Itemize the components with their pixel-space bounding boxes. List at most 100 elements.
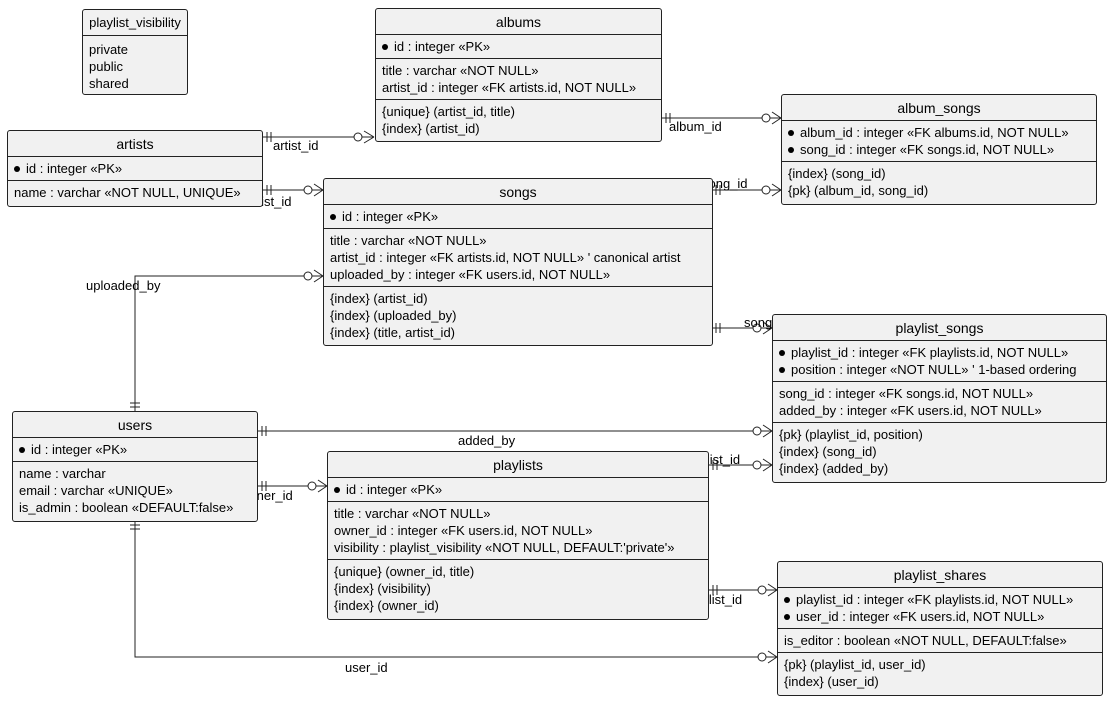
field-row: title : varchar «NOT NULL»	[334, 506, 491, 521]
field-row: id : integer «PK»	[19, 441, 251, 458]
field-text: id : integer «PK»	[346, 482, 443, 497]
field-row: is_editor : boolean «NOT NULL, DEFAULT:f…	[784, 633, 1067, 648]
field-text: id : integer «PK»	[342, 209, 439, 224]
entity-album_songs: album_songs album_id : integer «FK album…	[781, 94, 1097, 205]
index-row: {index} (artist_id)	[330, 291, 428, 306]
field-row: id : integer «PK»	[330, 208, 706, 225]
entity-title: albums	[376, 9, 661, 35]
field-row: position : integer «NOT NULL» ' 1-based …	[779, 361, 1100, 378]
entity-playlists: playlists id : integer «PK» title : varc…	[327, 451, 709, 620]
field-text: album_id : integer «FK albums.id, NOT NU…	[800, 125, 1069, 140]
fields-section: title : varchar «NOT NULL» owner_id : in…	[328, 502, 708, 560]
pk-section: album_id : integer «FK albums.id, NOT NU…	[782, 121, 1096, 162]
index-row: {index} (uploaded_by)	[330, 308, 457, 323]
edge-songs-album_songs	[712, 183, 782, 197]
field-row: song_id : integer «FK songs.id, NOT NULL…	[788, 141, 1090, 158]
pk-section: id : integer «PK»	[376, 35, 661, 59]
label-users-songs: uploaded_by	[86, 278, 161, 293]
field-row: playlist_id : integer «FK playlists.id, …	[784, 591, 1096, 608]
field-text: song_id : integer «FK songs.id, NOT NULL…	[800, 142, 1055, 157]
field-row: id : integer «PK»	[382, 38, 655, 55]
index-row: {pk} (album_id, song_id)	[788, 183, 929, 198]
edge-artists-albums	[263, 130, 375, 144]
key-bullet-icon	[19, 446, 25, 453]
label-albums-album_songs: album_id	[669, 119, 722, 134]
entity-title: artists	[8, 131, 262, 157]
key-bullet-icon	[334, 486, 340, 493]
fields-section: song_id : integer «FK songs.id, NOT NULL…	[773, 382, 1106, 423]
field-row: name : varchar «NOT NULL, UNIQUE»	[14, 185, 241, 200]
entity-playlist_songs: playlist_songs playlist_id : integer «FK…	[772, 314, 1107, 483]
field-row: email : varchar «UNIQUE»	[19, 483, 173, 498]
entity-title: playlist_songs	[773, 315, 1106, 341]
field-row: artist_id : integer «FK artists.id, NOT …	[330, 250, 681, 265]
edge-users-playlist_shares	[130, 521, 778, 664]
field-row: artist_id : integer «FK artists.id, NOT …	[382, 80, 637, 95]
key-bullet-icon	[784, 596, 790, 603]
enum-value: private	[89, 42, 129, 57]
field-row: id : integer «PK»	[334, 481, 702, 498]
label-users-playlist_shares: user_id	[345, 660, 388, 675]
fields-section: title : varchar «NOT NULL» artist_id : i…	[324, 229, 712, 287]
fields-section: name : varchar «NOT NULL, UNIQUE»	[8, 181, 262, 204]
label-users-playlist_songs: added_by	[458, 433, 516, 448]
edge-artists-songs	[263, 183, 324, 197]
index-section: {index} (song_id) {pk} (album_id, song_i…	[782, 162, 1096, 202]
key-bullet-icon	[788, 129, 794, 136]
index-row: {pk} (playlist_id, position)	[779, 427, 923, 442]
field-row: added_by : integer «FK users.id, NOT NUL…	[779, 403, 1042, 418]
entity-songs: songs id : integer «PK» title : varchar …	[323, 178, 713, 346]
pk-section: id : integer «PK»	[8, 157, 262, 181]
index-row: {index} (artist_id)	[382, 121, 480, 136]
field-row: uploaded_by : integer «FK users.id, NOT …	[330, 267, 611, 282]
index-row: {index} (visibility)	[334, 581, 431, 596]
key-bullet-icon	[779, 366, 785, 373]
key-bullet-icon	[330, 213, 336, 220]
field-text: playlist_id : integer «FK playlists.id, …	[796, 592, 1074, 607]
entity-playlist_visibility: playlist_visibility private public share…	[82, 9, 188, 95]
index-row: {unique} (artist_id, title)	[382, 104, 515, 119]
index-row: {unique} (owner_id, title)	[334, 564, 475, 579]
index-row: {index} (song_id)	[788, 166, 886, 181]
pk-section: playlist_id : integer «FK playlists.id, …	[778, 588, 1102, 629]
edge-users-songs	[130, 269, 324, 411]
entity-title: playlist_visibility	[83, 10, 187, 36]
field-text: id : integer «PK»	[26, 161, 123, 176]
entity-artists: artists id : integer «PK» name : varchar…	[7, 130, 263, 207]
field-row: is_admin : boolean «DEFAULT:false»	[19, 500, 234, 515]
pk-section: id : integer «PK»	[13, 438, 257, 462]
enum-values: private public shared	[83, 36, 187, 95]
field-text: playlist_id : integer «FK playlists.id, …	[791, 345, 1069, 360]
field-row: playlist_id : integer «FK playlists.id, …	[779, 344, 1100, 361]
entity-title: songs	[324, 179, 712, 205]
label-artists-albums: artist_id	[273, 138, 319, 153]
key-bullet-icon	[382, 43, 388, 50]
fields-section: title : varchar «NOT NULL» artist_id : i…	[376, 59, 661, 100]
field-row: user_id : integer «FK users.id, NOT NULL…	[784, 608, 1096, 625]
edge-songs-playlist_songs	[712, 321, 773, 335]
edge-albums-album_songs	[662, 111, 782, 125]
pk-section: id : integer «PK»	[324, 205, 712, 229]
fields-section: is_editor : boolean «NOT NULL, DEFAULT:f…	[778, 629, 1102, 653]
field-row: title : varchar «NOT NULL»	[382, 63, 539, 78]
field-text: id : integer «PK»	[31, 442, 128, 457]
entity-title: playlists	[328, 452, 708, 478]
index-section: {pk} (playlist_id, position) {index} (so…	[773, 423, 1106, 480]
field-text: user_id : integer «FK users.id, NOT NULL…	[796, 609, 1045, 624]
fields-section: name : varchar email : varchar «UNIQUE» …	[13, 462, 257, 519]
index-row: {index} (owner_id)	[334, 598, 439, 613]
index-row: {index} (song_id)	[779, 444, 877, 459]
index-section: {pk} (playlist_id, user_id) {index} (use…	[778, 653, 1102, 693]
field-row: title : varchar «NOT NULL»	[330, 233, 487, 248]
entity-title: users	[13, 412, 257, 438]
pk-section: playlist_id : integer «FK playlists.id, …	[773, 341, 1106, 382]
enum-value: shared	[89, 76, 129, 91]
key-bullet-icon	[788, 146, 794, 153]
entity-playlist_shares: playlist_shares playlist_id : integer «F…	[777, 561, 1103, 696]
index-row: {index} (added_by)	[779, 461, 889, 476]
edge-playlists-playlist_shares	[709, 583, 778, 597]
key-bullet-icon	[784, 613, 790, 620]
field-text: id : integer «PK»	[394, 39, 491, 54]
